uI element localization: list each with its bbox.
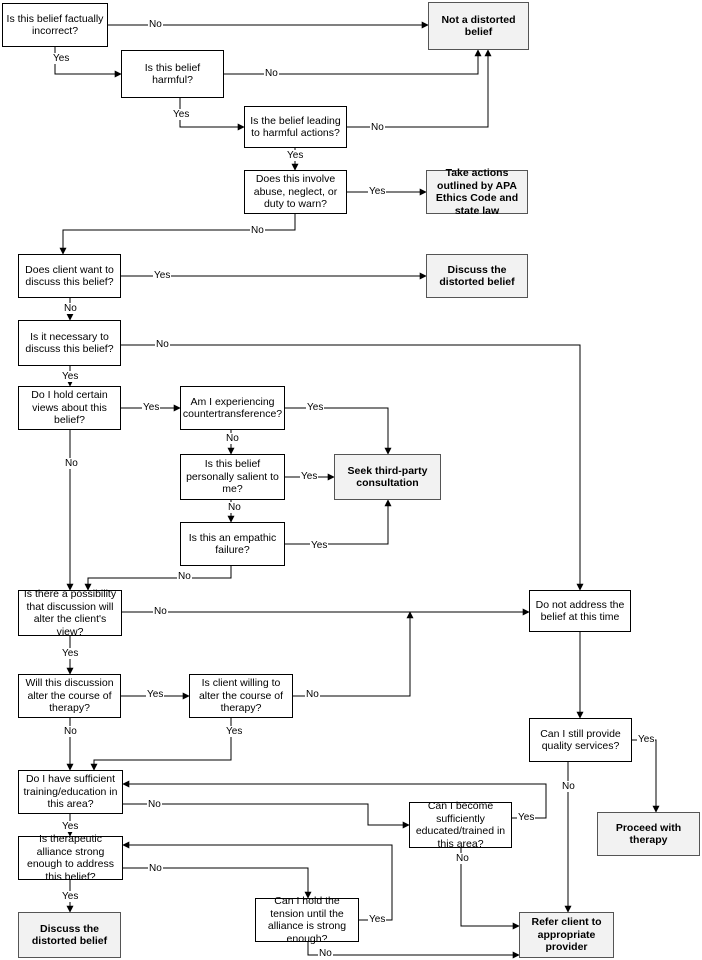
edge-label-yes: Yes bbox=[517, 812, 536, 823]
edge-label-no: No bbox=[305, 689, 320, 700]
connector-arrow bbox=[293, 611, 414, 697]
connector-arrow bbox=[123, 867, 312, 899]
edge-label-no: No bbox=[148, 19, 163, 30]
edge-label-yes: Yes bbox=[142, 402, 161, 413]
edge-label-no: No bbox=[370, 122, 385, 133]
connector-arrow bbox=[285, 407, 392, 455]
edge-label-yes: Yes bbox=[306, 402, 325, 413]
edge-label-yes: Yes bbox=[300, 471, 319, 482]
edge-label-yes: Yes bbox=[61, 371, 80, 382]
edge-label-no: No bbox=[561, 781, 576, 792]
node-do-not-address: Do not address the belief at this time bbox=[529, 590, 631, 632]
edge-label-no: No bbox=[264, 68, 279, 79]
edge-label-no: No bbox=[64, 458, 79, 469]
node-harmful-actions: Is the belief leading to harmful actions… bbox=[244, 106, 347, 148]
node-quality-services: Can I still provide quality services? bbox=[529, 718, 632, 762]
connector-arrow bbox=[347, 49, 492, 128]
node-certain-views: Do I hold certain views about this belie… bbox=[18, 386, 121, 430]
node-belief-harmful: Is this belief harmful? bbox=[121, 50, 224, 98]
node-hold-tension: Can I hold the tension until the allianc… bbox=[255, 895, 359, 945]
connector-arrow bbox=[307, 942, 520, 959]
edge-label-yes: Yes bbox=[310, 540, 329, 551]
node-proceed-therapy: Proceed with therapy bbox=[597, 812, 700, 856]
connector-arrow bbox=[84, 566, 232, 591]
connector-arrow bbox=[460, 848, 520, 930]
node-therapeutic-alliance: Is therapeutic alliance strong enough to… bbox=[18, 833, 123, 883]
edge-label-no: No bbox=[155, 339, 170, 350]
node-empathic-failure: Is this an empathic failure? bbox=[180, 522, 285, 566]
edge-label-no: No bbox=[177, 571, 192, 582]
node-sufficient-training: Do I have sufficient training/education … bbox=[18, 770, 123, 814]
node-discuss-distorted-2: Discuss the distorted belief bbox=[18, 912, 121, 958]
node-personally-salient: Is this belief personally salient to me? bbox=[180, 454, 285, 500]
edge-label-no: No bbox=[225, 433, 240, 444]
node-client-willing: Is client willing to alter the course of… bbox=[189, 674, 293, 718]
edge-label-yes: Yes bbox=[52, 53, 71, 64]
node-countertransference: Am I experiencing countertransference? bbox=[180, 386, 285, 430]
edge-label-yes: Yes bbox=[61, 821, 80, 832]
node-become-educated: Can I become sufficiently educated/train… bbox=[409, 800, 512, 850]
node-abuse-neglect: Does this involve abuse, neglect, or dut… bbox=[244, 170, 347, 214]
edge-label-no: No bbox=[63, 303, 78, 314]
edge-label-no: No bbox=[250, 225, 265, 236]
connector-arrow bbox=[285, 499, 392, 545]
node-apa-ethics-actions: Take actions outlined by APA Ethics Code… bbox=[426, 167, 528, 217]
connector-arrow bbox=[59, 214, 296, 255]
edge-label-yes: Yes bbox=[225, 726, 244, 737]
edge-label-yes: Yes bbox=[146, 689, 165, 700]
edge-label-no: No bbox=[147, 799, 162, 810]
edge-label-no: No bbox=[63, 726, 78, 737]
edge-label-yes: Yes bbox=[172, 109, 191, 120]
connector-arrow bbox=[121, 344, 584, 591]
node-discuss-distorted-1: Discuss the distorted belief bbox=[426, 254, 528, 298]
edge-label-no: No bbox=[455, 853, 470, 864]
edge-label-no: No bbox=[153, 606, 168, 617]
connector-arrow bbox=[90, 718, 232, 771]
edge-label-yes: Yes bbox=[368, 914, 387, 925]
node-possibility-alter-view: Is there a possibility that discussion w… bbox=[18, 588, 122, 638]
edge-label-no: No bbox=[227, 502, 242, 513]
node-factually-incorrect: Is this belief factually incorrect? bbox=[2, 3, 108, 47]
node-not-distorted-belief: Not a distorted belief bbox=[428, 2, 529, 50]
node-necessary-discuss: Is it necessary to discuss this belief? bbox=[18, 320, 121, 366]
edge-label-yes: Yes bbox=[368, 186, 387, 197]
edge-label-yes: Yes bbox=[61, 648, 80, 659]
connector-arrow bbox=[179, 98, 245, 131]
edge-label-yes: Yes bbox=[286, 150, 305, 161]
connector-arrow bbox=[632, 739, 660, 813]
node-refer-client: Refer client to appropriate provider bbox=[519, 912, 614, 958]
node-third-party-consultation: Seek third-party consultation bbox=[334, 454, 441, 500]
edge-label-no: No bbox=[148, 863, 163, 874]
node-client-wants-discuss: Does client want to discuss this belief? bbox=[18, 254, 121, 298]
edge-label-no: No bbox=[318, 948, 333, 959]
edge-label-yes: Yes bbox=[637, 734, 656, 745]
connector-arrow bbox=[224, 49, 482, 75]
connector-arrow bbox=[123, 803, 410, 829]
edge-label-yes: Yes bbox=[153, 270, 172, 281]
node-alter-course: Will this discussion alter the course of… bbox=[18, 674, 121, 718]
edge-label-yes: Yes bbox=[61, 891, 80, 902]
